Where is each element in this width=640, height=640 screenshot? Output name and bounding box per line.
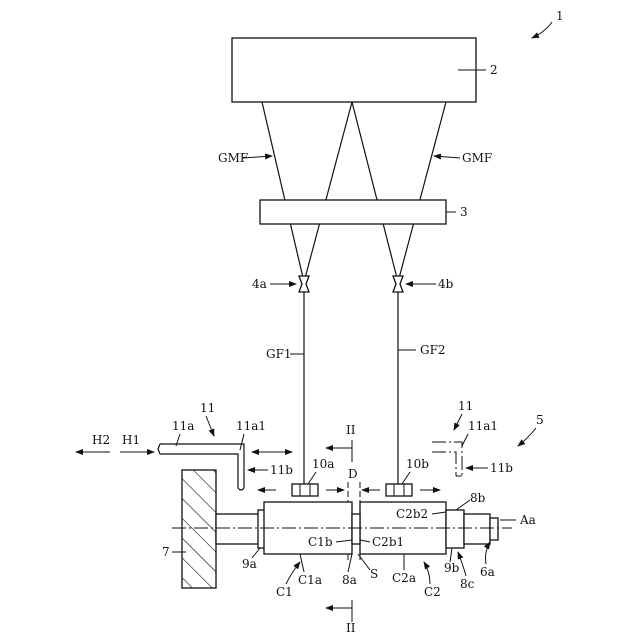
leader-fig-ref xyxy=(532,22,552,38)
label-c1a: C1a xyxy=(298,573,322,587)
label-9a: 9a xyxy=(242,557,257,571)
label-11a1-right: 11a1 xyxy=(468,419,498,433)
roller-10a xyxy=(292,484,318,496)
label-5: 5 xyxy=(536,413,544,427)
label-gf1: GF1 xyxy=(266,347,292,361)
label-2: 2 xyxy=(490,63,498,77)
leader-5 xyxy=(518,428,536,446)
shaft xyxy=(216,514,264,544)
leader-9b xyxy=(450,548,452,562)
label-d: D xyxy=(348,467,358,481)
label-aa: Aa xyxy=(519,513,536,527)
label-4a: 4a xyxy=(252,277,267,291)
leader-8a xyxy=(348,554,352,572)
label-11-right: 11 xyxy=(458,399,473,413)
label-s: S xyxy=(370,567,378,581)
leader-11-left xyxy=(206,416,214,436)
roller-10b xyxy=(386,484,412,496)
label-11a-left: 11a xyxy=(172,419,194,433)
traverse-bar-right xyxy=(432,442,462,476)
disk-7 xyxy=(182,470,216,588)
label-11b-right: 11b xyxy=(490,461,513,475)
label-10b: 10b xyxy=(406,457,429,471)
label-8a: 8a xyxy=(342,573,357,587)
label-10a: 10a xyxy=(312,457,334,471)
box-2 xyxy=(232,38,476,102)
label-4b: 4b xyxy=(438,277,454,291)
label-c1: C1 xyxy=(276,585,293,599)
label-6a: 6a xyxy=(480,565,495,579)
label-9b: 9b xyxy=(444,561,460,575)
label-11-left: 11 xyxy=(200,401,215,415)
leader-10a xyxy=(308,472,316,484)
label-c1b: C1b xyxy=(308,535,333,549)
leader-11a1-right xyxy=(462,434,468,446)
label-3: 3 xyxy=(460,205,468,219)
leader-c1a xyxy=(300,554,304,572)
box-3 xyxy=(260,200,446,224)
label-h1: H1 xyxy=(122,433,140,447)
label-11b-left: 11b xyxy=(270,463,293,477)
label-8b: 8b xyxy=(470,491,486,505)
label-c2: C2 xyxy=(424,585,441,599)
leader-6a xyxy=(486,542,491,564)
guide-4a-icon xyxy=(299,276,309,292)
label-8c: 8c xyxy=(460,577,475,591)
label-gmf-right: GMF xyxy=(462,151,492,165)
shaft-end-6a xyxy=(490,518,498,540)
leader-gmf-right xyxy=(434,156,460,158)
leader-s xyxy=(358,554,370,570)
leader-10b xyxy=(402,472,410,484)
leader-11-right xyxy=(454,414,462,430)
label-c2a: C2a xyxy=(392,571,416,585)
label-roman-top: II xyxy=(346,423,356,437)
leader-c2 xyxy=(424,562,430,584)
flange-9b xyxy=(446,510,464,548)
label-gf2: GF2 xyxy=(420,343,446,357)
label-7: 7 xyxy=(162,545,170,559)
label-11a1-left: 11a1 xyxy=(236,419,266,433)
label-c2b1: C2b1 xyxy=(372,535,404,549)
leader-8b xyxy=(456,500,470,510)
guide-4b-icon xyxy=(393,276,403,292)
label-fig-ref: 1 xyxy=(556,9,564,23)
label-c2b2: C2b2 xyxy=(396,507,428,521)
end-8c xyxy=(464,514,490,544)
gmf-lines xyxy=(262,102,446,282)
label-h2: H2 xyxy=(92,433,110,447)
gap-s xyxy=(352,514,360,544)
label-roman-bottom: II xyxy=(346,621,356,635)
